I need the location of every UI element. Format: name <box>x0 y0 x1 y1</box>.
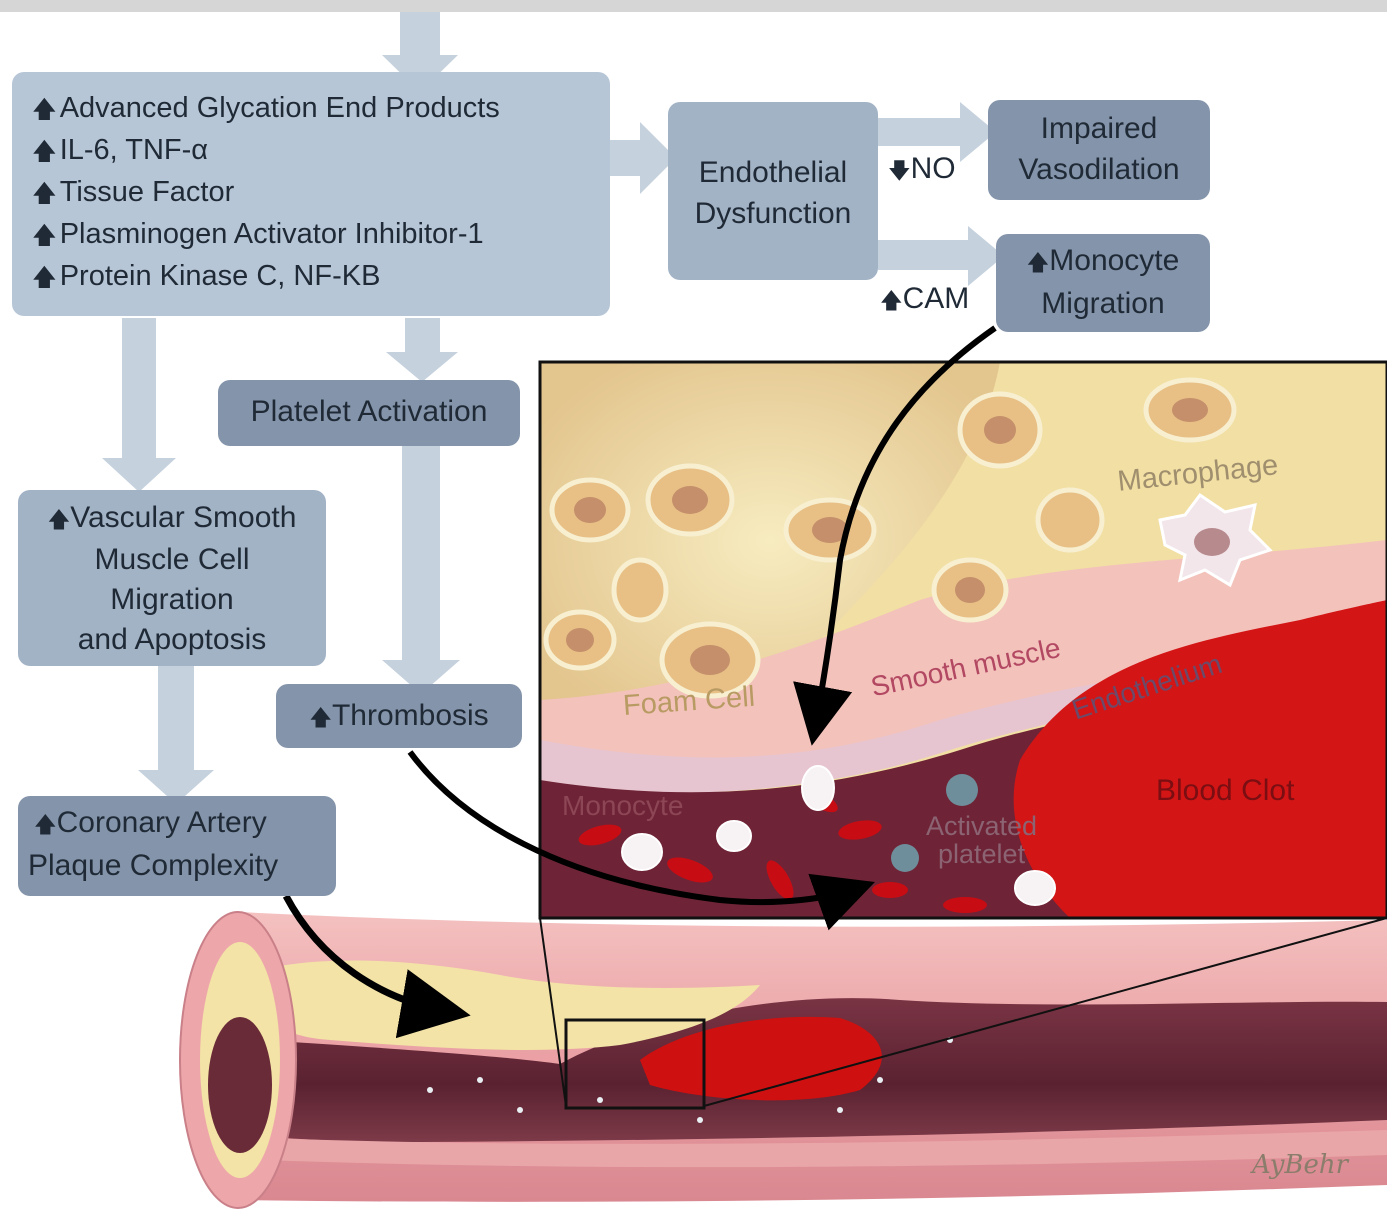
vessel-opening-lumen <box>208 1017 272 1153</box>
impaired-vasodilation-box: Impaired Vasodilation <box>988 100 1210 200</box>
up-arrow-icon <box>32 264 57 291</box>
up-arrow-icon <box>32 96 57 123</box>
monocyte-migration-line1: 🡅Monocyte <box>996 240 1210 283</box>
impaired-line2: Vasodilation <box>988 149 1210 190</box>
up-arrow-icon <box>32 180 57 207</box>
artery-illustration <box>180 912 1387 1208</box>
activated-platelet-label: Activated platelet <box>926 812 1037 868</box>
vsmc-line1: 🡅Vascular Smooth <box>18 498 326 540</box>
arrow-to-platelet <box>386 318 458 382</box>
monocyte-migration-box: 🡅Monocyte Migration <box>996 234 1210 332</box>
arrow-to-endothelial <box>610 122 676 194</box>
artist-signature: AyBehr <box>1252 1150 1348 1180</box>
arrow-to-thrombosis <box>382 446 460 694</box>
mediator-line-age: Advanced Glycation End Products <box>32 88 610 130</box>
up-arrow-icon <box>32 222 57 249</box>
mediator-line-pkc: Protein Kinase C, NF-KB <box>32 256 610 298</box>
coronary-line2: Plaque Complexity <box>28 845 336 886</box>
thrombosis-box: 🡅Thrombosis <box>276 684 522 748</box>
vsmc-line3: Migration <box>18 580 326 620</box>
vsmc-box: 🡅Vascular Smooth Muscle Cell Migration a… <box>18 490 326 666</box>
vsmc-line4: and Apoptosis <box>18 620 326 660</box>
platelet-activation-box: Platelet Activation <box>218 380 520 446</box>
endothelial-dysfunction-box: Endothelial Dysfunction <box>668 102 878 280</box>
activated-platelet-line1: Activated <box>926 812 1037 840</box>
down-arrow-icon: 🡇 <box>888 158 911 183</box>
no-label: 🡇NO <box>888 152 956 192</box>
up-arrow-icon: 🡅 <box>48 507 71 532</box>
mediator-line-tissue-factor: Tissue Factor <box>32 172 610 214</box>
coronary-line1: 🡅Coronary Artery <box>28 802 336 845</box>
cam-label: 🡅CAM <box>880 282 969 322</box>
arrow-to-coronary <box>138 666 214 804</box>
mediators-box: Advanced Glycation End Products IL-6, TN… <box>12 72 610 316</box>
blood-clot-label: Blood Clot <box>1156 774 1294 808</box>
vsmc-line2: Muscle Cell <box>18 540 326 580</box>
up-arrow-icon: 🡅 <box>309 705 332 730</box>
platelet-activation-label: Platelet Activation <box>218 392 520 432</box>
up-arrow-icon: 🡅 <box>34 812 57 837</box>
endothelial-line1: Endothelial <box>668 152 878 193</box>
arrow-to-monocyte <box>878 226 1004 286</box>
endothelial-line2: Dysfunction <box>668 193 878 234</box>
monocyte-label: Monocyte <box>562 790 683 822</box>
mediator-line-pai1: Plasminogen Activator Inhibitor-1 <box>32 214 610 256</box>
up-arrow-icon: 🡅 <box>880 288 903 313</box>
monocyte-migration-line2: Migration <box>996 283 1210 324</box>
impaired-line1: Impaired <box>988 108 1210 149</box>
up-arrow-icon: 🡅 <box>1027 250 1050 275</box>
coronary-plaque-box: 🡅Coronary Artery Plaque Complexity <box>18 796 336 896</box>
thrombosis-label: 🡅Thrombosis <box>276 696 522 738</box>
mediator-line-il6: IL-6, TNF-α <box>32 130 610 172</box>
up-arrow-icon <box>32 138 57 165</box>
arrow-to-vsmc <box>102 318 176 492</box>
activated-platelet-line2: platelet <box>926 840 1037 868</box>
